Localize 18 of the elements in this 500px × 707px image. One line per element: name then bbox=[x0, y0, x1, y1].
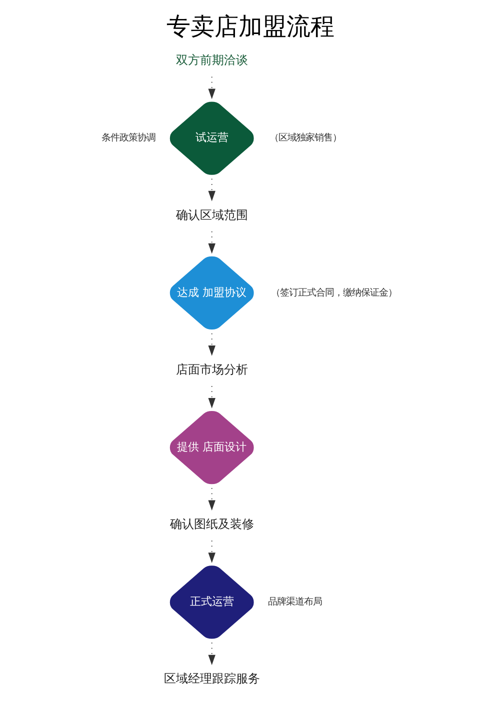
node-text: 区域经理跟踪服务 bbox=[163, 672, 260, 686]
node-label: 条件政策协调 bbox=[101, 132, 156, 144]
arrow bbox=[208, 178, 215, 202]
arrow bbox=[208, 642, 215, 666]
arrow bbox=[208, 540, 215, 563]
arrow bbox=[208, 332, 215, 356]
node-text: 双方前期洽谈 bbox=[175, 53, 248, 68]
arrow bbox=[208, 386, 215, 408]
diagram-title: 专卖店加盟流程 bbox=[166, 12, 334, 41]
node-label: （区域独家销售） bbox=[268, 132, 341, 144]
node-text: 确认图纸及装修 bbox=[169, 517, 254, 532]
node-text: 店面市场分析 bbox=[175, 362, 248, 376]
node-label: 品牌渠道布局 bbox=[268, 596, 322, 608]
node-text: 确认区域范围 bbox=[175, 208, 248, 222]
arrow bbox=[208, 230, 215, 254]
arrow bbox=[208, 76, 215, 100]
arrow bbox=[208, 488, 215, 511]
node-label: （签订正式合同，缴纳保证金） bbox=[270, 287, 396, 298]
